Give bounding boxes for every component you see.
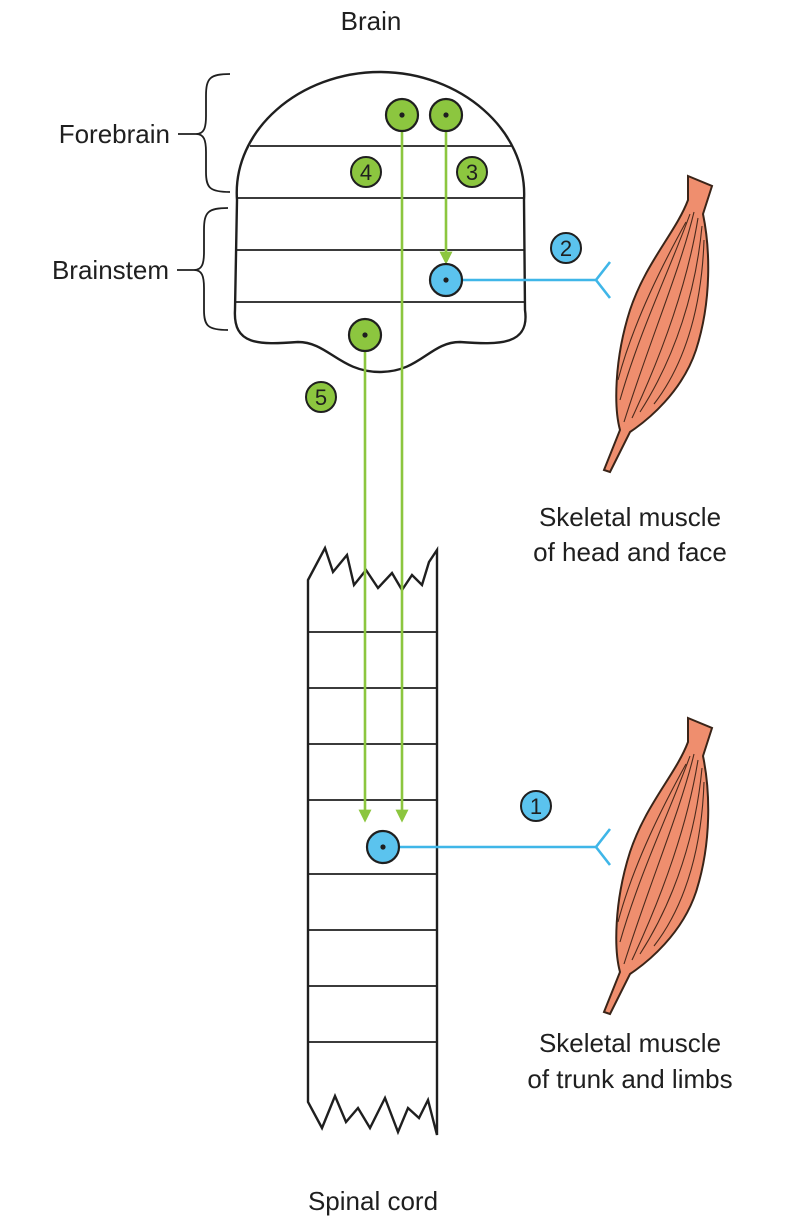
muscle-trunk-label-line1: Skeletal muscle (539, 1028, 721, 1058)
lmn-cell-body-1 (367, 831, 399, 863)
lmn-cell-body-2 (430, 264, 462, 296)
umn-cell-body-3 (430, 99, 462, 131)
brain-label: Brain (341, 6, 402, 36)
badge-4: 4 (351, 157, 381, 187)
muscle-trunk-label-line2: of trunk and limbs (527, 1064, 732, 1094)
badge-4-number: 4 (360, 160, 372, 185)
badge-3-number: 3 (466, 160, 478, 185)
skeletal-muscle-trunk-icon (604, 718, 712, 1014)
badge-5: 5 (306, 382, 336, 412)
badge-2: 2 (551, 233, 581, 263)
badge-1: 1 (521, 791, 551, 821)
badge-2-number: 2 (560, 236, 572, 261)
forebrain-label: Forebrain (59, 119, 170, 149)
badge-1-number: 1 (530, 794, 542, 819)
umn-cell-body-5 (349, 319, 381, 351)
badge-3: 3 (457, 157, 487, 187)
forebrain-bracket (196, 74, 230, 192)
lmn-terminal-1 (596, 829, 610, 865)
brain-outline (235, 72, 526, 372)
lmn-terminal-2 (596, 262, 610, 298)
brainstem-label: Brainstem (52, 255, 169, 285)
brainstem-bracket (194, 208, 228, 330)
muscle-head-label-line2: of head and face (533, 537, 727, 567)
spinal-cord-label: Spinal cord (308, 1186, 438, 1216)
umn-cell-body-4 (386, 99, 418, 131)
skeletal-muscle-head-icon (604, 176, 712, 472)
muscle-head-label-line1: Skeletal muscle (539, 502, 721, 532)
badge-5-number: 5 (315, 385, 327, 410)
